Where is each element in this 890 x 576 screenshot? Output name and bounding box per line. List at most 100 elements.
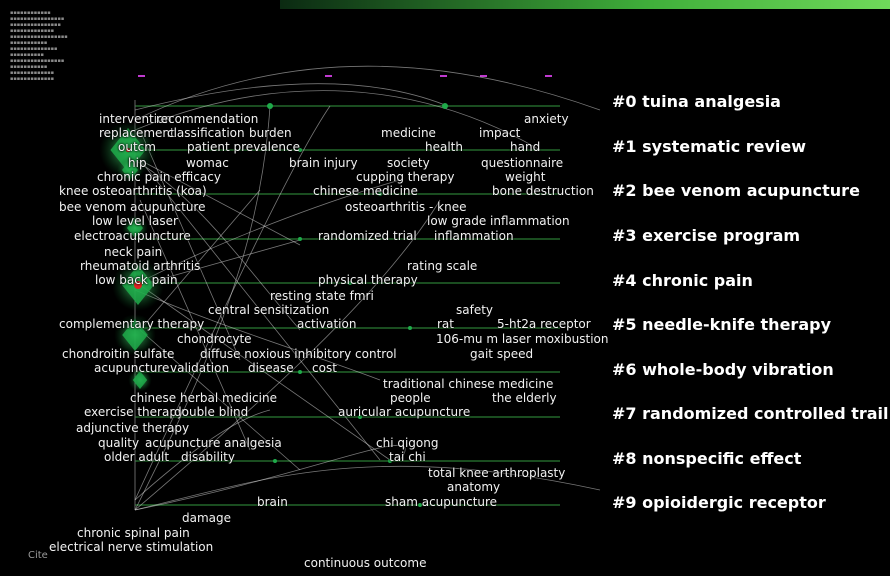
cluster-label-9: #9 opioidergic receptor — [612, 493, 826, 512]
keyword-patient-prevalence: patient prevalence — [187, 140, 300, 154]
keyword-acupuncture: acupuncture — [94, 361, 170, 375]
keyword-adjunctive-therapy: adjunctive therapy — [76, 421, 190, 435]
keyword-anxiety: anxiety — [524, 112, 569, 126]
keyword-burden: burden — [249, 126, 292, 140]
co-occurrence-link — [139, 189, 261, 331]
hub-node — [132, 371, 148, 389]
cluster-label-3: #3 exercise program — [612, 226, 801, 245]
keyword-node — [298, 237, 302, 241]
keyword-tai-chi: tai chi — [389, 450, 426, 464]
keyword-activation: activation — [297, 317, 357, 331]
co-occurrence-link — [139, 239, 301, 286]
keyword-chronic-pain-efficacy: chronic pain efficacy — [97, 170, 221, 184]
keyword-people: people — [390, 391, 431, 405]
timeline-bar — [280, 0, 890, 9]
keyword-cupping-therapy: cupping therapy — [356, 170, 455, 184]
cluster-label-2: #2 bee venom acupuncture — [612, 181, 860, 200]
keyword-disease: disease — [248, 361, 294, 375]
hub-node-core — [126, 148, 130, 152]
co-occurrence-link — [139, 329, 301, 471]
keyword-damage: damage — [182, 511, 232, 525]
co-occurrence-link — [134, 409, 271, 501]
co-occurrence-link — [134, 444, 406, 511]
keyword-intervention: intervention — [99, 112, 173, 126]
keyword-dnic: diffuse noxious inhibitory control — [200, 347, 397, 361]
cluster-label-6: #6 whole-body vibration — [612, 360, 834, 379]
keyword-safety: safety — [456, 303, 494, 317]
keyword-chondrocyte: chondrocyte — [177, 332, 252, 346]
co-occurrence-link — [134, 83, 446, 111]
keyword-brain-injury: brain injury — [289, 156, 358, 170]
keyword-hand: hand — [510, 140, 541, 154]
keyword-low-back-pain: low back pain — [95, 273, 178, 287]
keyword-rat: rat — [437, 317, 454, 331]
keyword-continuous-outcome: continuous outcome — [304, 556, 427, 570]
keyword-node — [298, 148, 302, 152]
keyword-inflammation: inflammation — [434, 229, 514, 243]
keyword-impact: impact — [479, 126, 521, 140]
keyword-low-level-laser: low level laser — [92, 214, 178, 228]
keyword-node — [348, 281, 352, 285]
keyword-randomized-trial: randomized trial — [318, 229, 417, 243]
hub-node — [122, 319, 148, 351]
keyword-node — [388, 459, 392, 463]
cluster-label-5: #5 needle-knife therapy — [612, 315, 831, 334]
keyword-laser-moxibustion: 106-mu m laser moxibustion — [436, 332, 609, 346]
keyword-node — [273, 459, 277, 463]
keyword-womac: womac — [186, 156, 229, 170]
keyword-older-adult: older adult — [104, 450, 170, 464]
keyword-chronic-spinal-pain: chronic spinal pain — [77, 526, 190, 540]
co-occurrence-link — [134, 199, 441, 511]
year-mark — [138, 75, 145, 77]
keyword-rating-scale: rating scale — [407, 259, 478, 273]
keyword-quality: quality — [98, 436, 140, 450]
year-mark — [325, 75, 332, 77]
keyword-knee-oa: knee osteoarthritis (koa) — [59, 184, 207, 198]
keyword-physical-therapy: physical therapy — [318, 273, 418, 287]
keyword-weight: weight — [505, 170, 546, 184]
co-occurrence-link — [134, 105, 331, 501]
keyword-complementary-therapy: complementary therapy — [59, 317, 205, 331]
keyword-disability: disability — [181, 450, 235, 464]
co-occurrence-link — [134, 159, 301, 331]
cluster-label-7: #7 randomized controlled trail — [612, 404, 889, 423]
keyword-sham-acupuncture: sham acupuncture — [385, 495, 498, 509]
keyword-hip: hip — [128, 156, 147, 170]
keyword-brain: brain — [257, 495, 288, 509]
keyword-neck-pain: neck pain — [104, 245, 163, 259]
keyword-total-knee-arthroplasty: total knee arthroplasty — [428, 466, 566, 480]
info-panel: ▪▪▪▪▪▪▪▪▪▪▪▪▪▪▪▪▪▪▪▪▪▪▪▪▪▪▪▪▪▪▪▪▪▪▪▪▪▪▪▪… — [10, 10, 68, 82]
year-mark — [545, 75, 552, 77]
co-occurrence-link — [139, 129, 241, 361]
keyword-bone-destruction: bone destruction — [492, 184, 594, 198]
keyword-node — [442, 103, 448, 109]
keyword-node — [378, 192, 382, 196]
keyword-node — [298, 370, 302, 374]
keyword-replacement: replacement — [99, 126, 175, 140]
keyword-low-grade-inflammation: low grade inflammation — [427, 214, 570, 228]
keyword-auricular-acupuncture: auricular acupuncture — [338, 405, 471, 419]
keyword-electrical-nerve-stimulation: electrical nerve stimulation — [49, 540, 214, 554]
hub-node-core — [134, 281, 142, 289]
keyword-society: society — [387, 156, 430, 170]
co-occurrence-link — [134, 179, 401, 286]
keyword-node — [267, 103, 273, 109]
keyword-health: health — [425, 140, 463, 154]
keyword-the-elderly: the elderly — [492, 391, 557, 405]
cluster-label-8: #8 nonspecific effect — [612, 449, 802, 468]
keyword-5ht2a-receptor: 5-ht2a receptor — [497, 317, 591, 331]
keyword-questionnaire: questionnaire — [481, 156, 564, 170]
keyword-bee-venom-acupuncture: bee venom acupuncture — [59, 200, 206, 214]
keyword-outcm: outcm — [118, 140, 156, 154]
keyword-exercise-therapy: exercise therapy — [84, 405, 185, 419]
keyword-chondroitin-sulfate: chondroitin sulfate — [62, 347, 175, 361]
keyword-classification: classification — [167, 126, 245, 140]
keyword-medicine: medicine — [381, 126, 436, 140]
cluster-label-0: #0 tuina analgesia — [612, 92, 781, 111]
citespace-logo: Cite — [28, 550, 48, 561]
keyword-chinese-medicine: chinese medicine — [313, 184, 418, 198]
keyword-anatomy: anatomy — [447, 480, 501, 494]
keyword-chinese-herbal-medicine: chinese herbal medicine — [130, 391, 277, 405]
year-mark — [480, 75, 487, 77]
